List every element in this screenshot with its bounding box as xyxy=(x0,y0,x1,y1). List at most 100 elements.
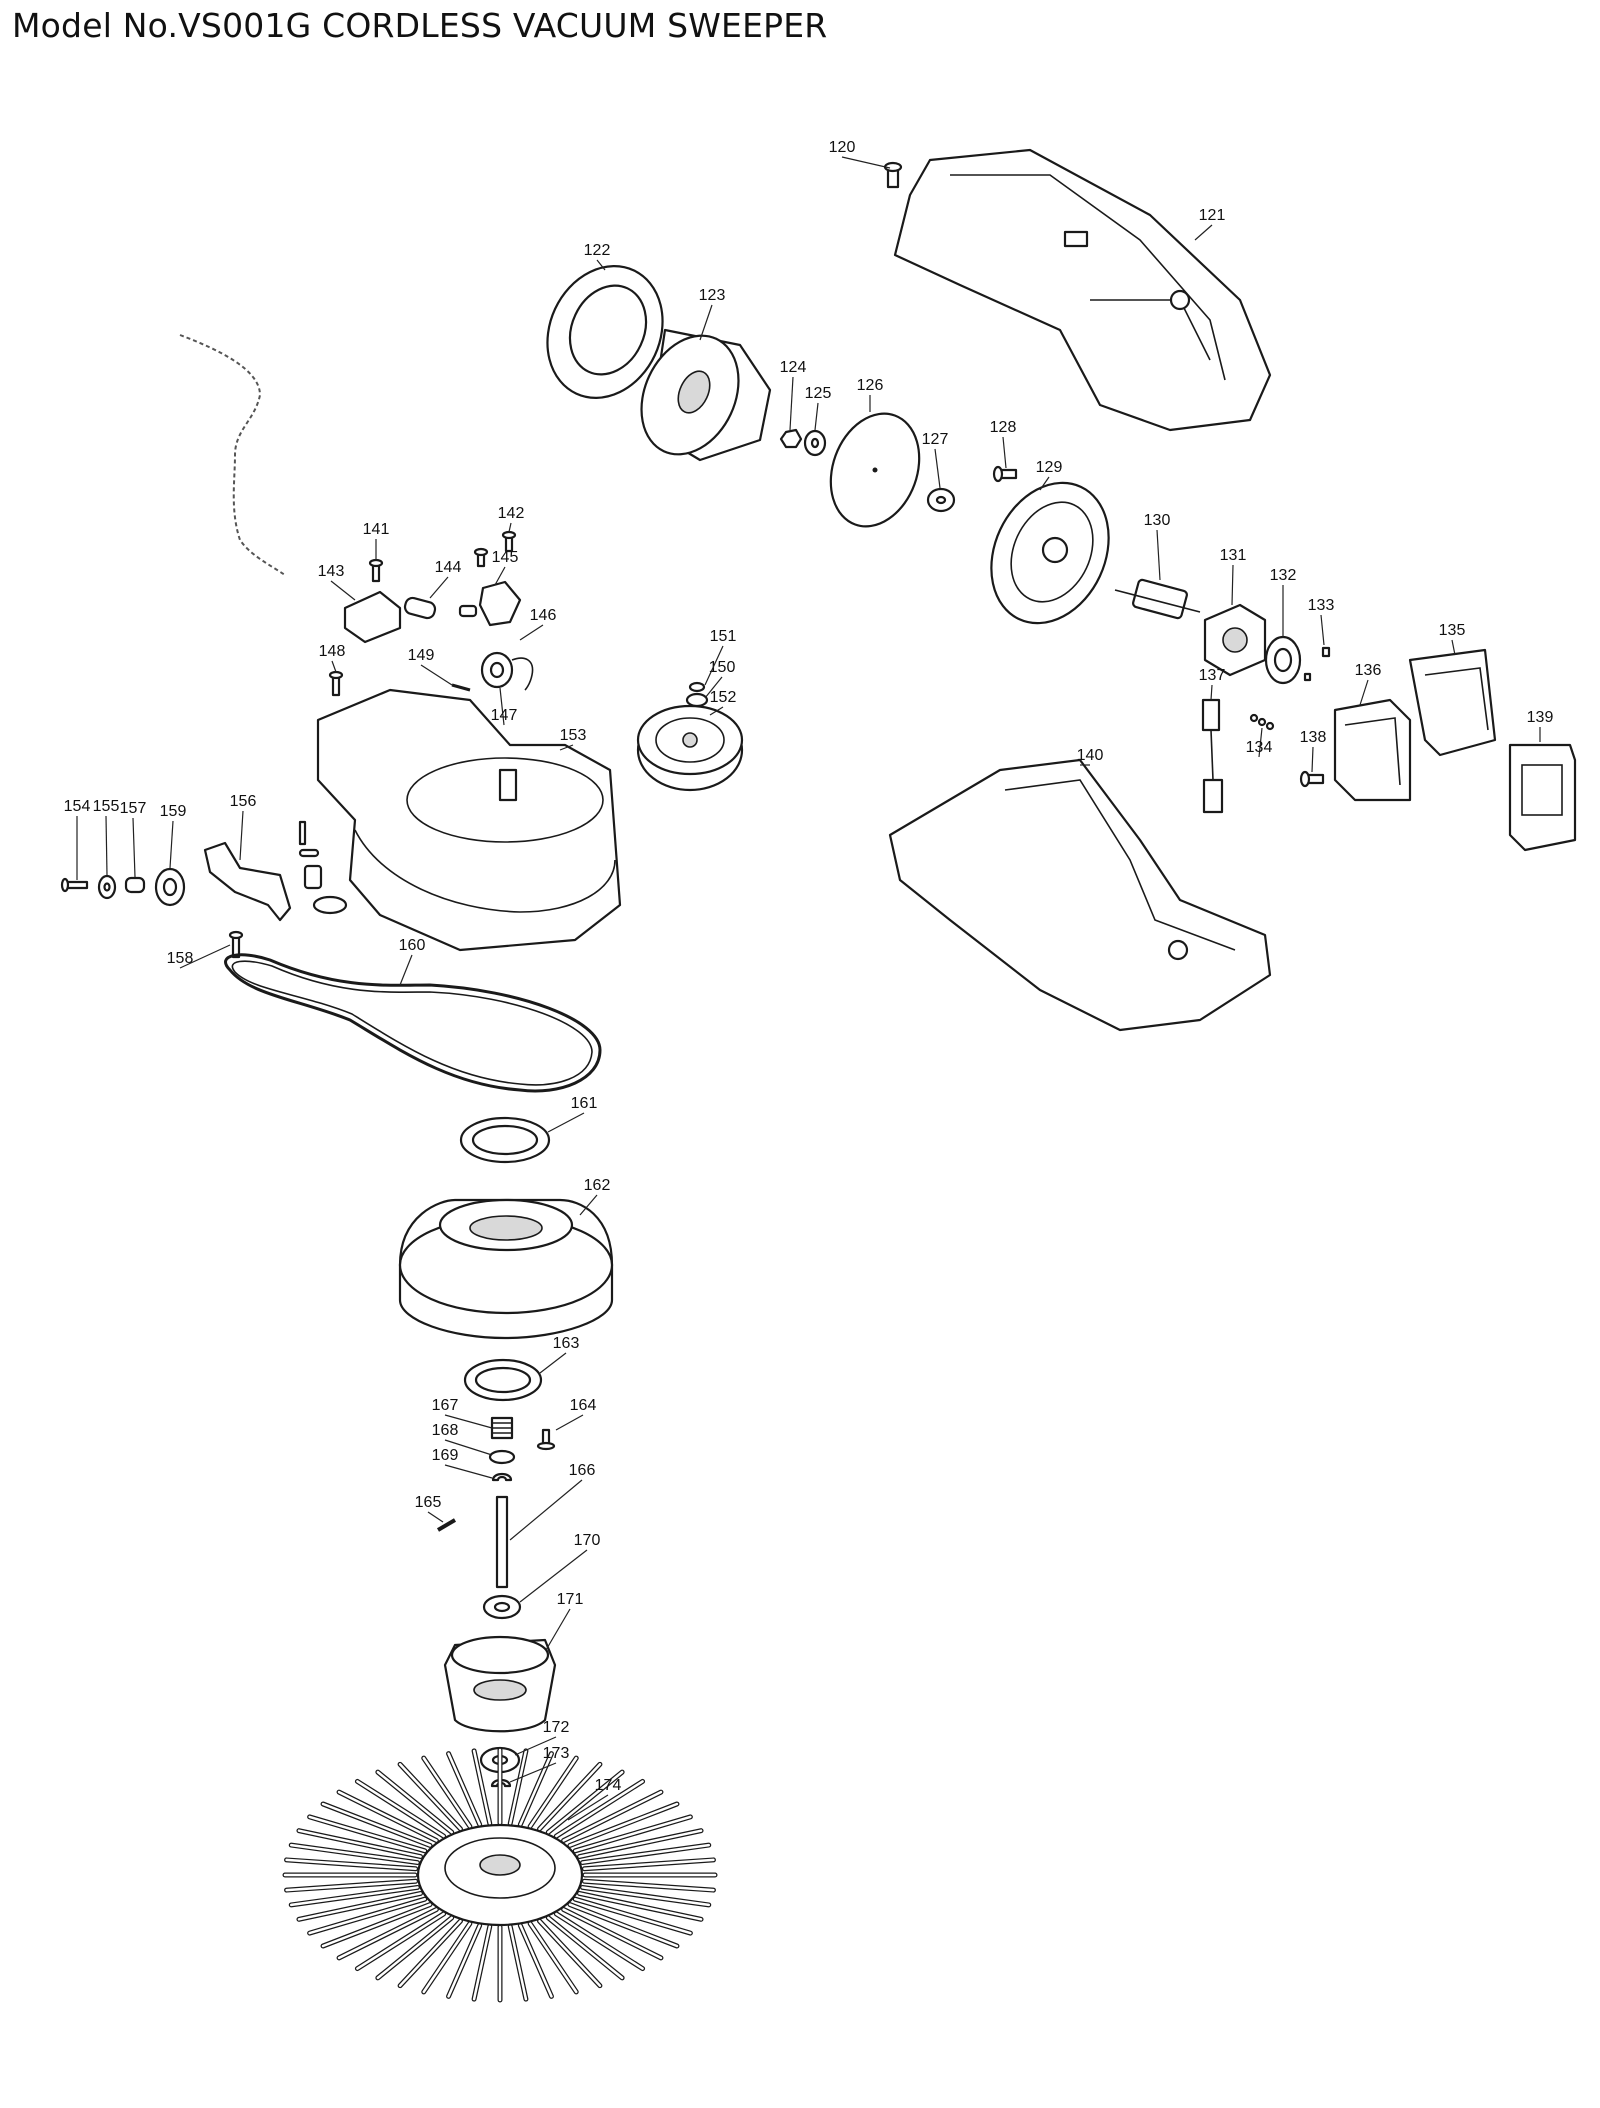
page-title: Model No.VS001G CORDLESS VACUUM SWEEPER xyxy=(12,6,828,45)
leader-line-124 xyxy=(789,376,794,431)
leader-line-157 xyxy=(132,817,136,878)
part-small-pin-set[interactable] xyxy=(298,820,348,915)
leader-line-127 xyxy=(934,448,941,489)
part-136-switch-housing[interactable] xyxy=(1333,698,1412,802)
part-label-131: 131 xyxy=(1220,547,1247,564)
leader-line-167 xyxy=(444,1414,493,1429)
part-152-wheel[interactable] xyxy=(636,704,744,792)
part-132-ring[interactable] xyxy=(1264,635,1302,685)
part-169-clip[interactable] xyxy=(491,1472,513,1482)
part-167-spring[interactable] xyxy=(490,1416,514,1440)
part-129-fan-housing[interactable] xyxy=(969,464,1130,643)
part-label-128: 128 xyxy=(990,419,1017,436)
part-label-138: 138 xyxy=(1300,729,1327,746)
part-label-132: 132 xyxy=(1270,567,1297,584)
part-149-pin[interactable] xyxy=(451,683,471,692)
leader-line-165 xyxy=(427,1511,444,1523)
part-label-163: 163 xyxy=(553,1335,580,1352)
part-121-upper-cover[interactable] xyxy=(893,148,1272,432)
part-139-battery-cover[interactable] xyxy=(1508,743,1577,852)
part-147-gear-assembly[interactable] xyxy=(480,651,534,691)
part-label-158: 158 xyxy=(167,950,194,967)
part-153-main-body[interactable] xyxy=(316,688,622,952)
leader-line-123 xyxy=(699,304,713,341)
part-166-shaft[interactable] xyxy=(495,1495,509,1589)
part-159-bearing[interactable] xyxy=(154,867,186,907)
part-128-screw[interactable] xyxy=(992,465,1018,483)
part-label-146: 146 xyxy=(530,607,557,624)
part-174-side-brush[interactable] xyxy=(282,1747,718,2003)
part-131-motor[interactable] xyxy=(1203,603,1267,677)
part-label-152: 152 xyxy=(710,689,737,706)
part-label-157: 157 xyxy=(120,800,147,817)
part-168-washer[interactable] xyxy=(488,1449,516,1465)
part-134-screws[interactable] xyxy=(1249,713,1275,731)
part-133-small-screw[interactable] xyxy=(1303,646,1331,682)
part-label-149: 149 xyxy=(408,647,435,664)
leader-line-149 xyxy=(420,664,453,686)
part-143-bracket[interactable] xyxy=(343,590,402,644)
part-158-screw[interactable] xyxy=(228,930,244,959)
part-label-159: 159 xyxy=(160,803,187,820)
leader-line-172 xyxy=(514,1736,557,1756)
part-126-disc[interactable] xyxy=(816,401,935,539)
part-156-lever[interactable] xyxy=(203,841,292,922)
part-120-screw[interactable] xyxy=(883,161,903,189)
part-label-139: 139 xyxy=(1527,709,1554,726)
part-161-seal-ring[interactable] xyxy=(459,1116,551,1164)
leader-line-125 xyxy=(814,402,819,431)
leader-line-134 xyxy=(1258,727,1263,758)
part-155-washer[interactable] xyxy=(97,874,117,900)
part-157-spacer[interactable] xyxy=(124,876,146,894)
leader-line-150 xyxy=(704,676,723,699)
part-148-screw[interactable] xyxy=(328,670,344,697)
leader-line-128 xyxy=(1002,436,1007,469)
part-123-filter-cylinder[interactable] xyxy=(623,320,772,470)
part-label-172: 172 xyxy=(543,1719,570,1736)
part-label-143: 143 xyxy=(318,563,345,580)
part-127-washer[interactable] xyxy=(926,487,956,513)
part-154-screw[interactable] xyxy=(60,877,89,893)
part-160-belt[interactable] xyxy=(224,953,602,1093)
part-label-167: 167 xyxy=(432,1397,459,1414)
leader-line-148 xyxy=(331,660,337,673)
power-cord xyxy=(179,334,286,576)
part-165-pin[interactable] xyxy=(436,1518,457,1532)
leader-line-137 xyxy=(1210,684,1213,701)
part-140-lower-housing[interactable] xyxy=(888,758,1272,1032)
part-label-144: 144 xyxy=(435,559,462,576)
part-138-screw[interactable] xyxy=(1299,770,1325,788)
part-label-123: 123 xyxy=(699,287,726,304)
part-164-screw[interactable] xyxy=(536,1428,556,1451)
part-122-filter-ring[interactable] xyxy=(526,247,683,417)
part-135-housing-half[interactable] xyxy=(1408,648,1497,757)
part-label-127: 127 xyxy=(922,431,949,448)
part-150-washer[interactable] xyxy=(685,692,709,708)
part-170-bearing[interactable] xyxy=(482,1594,522,1620)
part-171-brush-hub[interactable] xyxy=(443,1635,557,1733)
leader-line-129 xyxy=(1039,476,1050,491)
part-label-130: 130 xyxy=(1144,512,1171,529)
part-137-wire-harness[interactable] xyxy=(1201,698,1224,814)
part-label-169: 169 xyxy=(432,1447,459,1464)
leader-line-173 xyxy=(509,1762,557,1783)
part-144-spacer[interactable] xyxy=(403,596,437,620)
part-141-screw[interactable] xyxy=(368,558,384,583)
leader-line-170 xyxy=(519,1549,588,1603)
part-label-129: 129 xyxy=(1036,459,1063,476)
part-124-nut[interactable] xyxy=(779,428,803,449)
part-label-170: 170 xyxy=(574,1532,601,1549)
part-label-125: 125 xyxy=(805,385,832,402)
leader-line-131 xyxy=(1231,564,1234,606)
part-130-armature[interactable] xyxy=(1114,578,1201,620)
leader-line-136 xyxy=(1359,679,1369,706)
part-label-136: 136 xyxy=(1355,662,1382,679)
part-163-seal-ring[interactable] xyxy=(463,1358,543,1402)
part-label-160: 160 xyxy=(399,937,426,954)
part-151-clip[interactable] xyxy=(688,681,706,693)
part-145-switch[interactable] xyxy=(458,580,522,627)
part-label-135: 135 xyxy=(1439,622,1466,639)
part-162-brush-housing[interactable] xyxy=(398,1198,614,1340)
part-125-washer[interactable] xyxy=(803,429,827,457)
